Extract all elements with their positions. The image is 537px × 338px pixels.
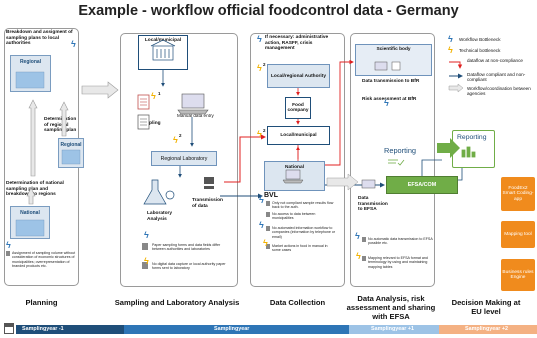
planning-map-icon-3	[15, 219, 45, 237]
coordination-arrow-top	[81, 81, 119, 99]
local-regional-authority-box: Local/regional Authority	[267, 64, 330, 88]
tech-bolt-2: ϟ	[173, 135, 178, 145]
bottleneck-bolt-5: ϟ	[259, 220, 264, 230]
local-municipal-collection-box: Local/municipal	[267, 126, 330, 145]
planning-map-icon-2	[61, 149, 81, 165]
collection-note4: Market actions in food in manual in some…	[272, 244, 328, 253]
efsa-laptop-icon	[361, 179, 376, 189]
calendar-icon	[4, 323, 14, 334]
workflow-bottleneck-icon: ϟ	[448, 34, 453, 44]
planning-label: Planning	[25, 298, 58, 307]
lab-analysis-label: Laboratory Analysis	[147, 211, 173, 222]
sampling-note2: No digital data capture or local authori…	[152, 262, 226, 271]
decision-column-label: Decision Making at EU level	[451, 298, 521, 316]
laptop-icon	[177, 93, 209, 115]
collection-note2: No access to data between municipalities	[272, 212, 316, 221]
regional-lab-box: Regional Laboratory	[151, 151, 217, 166]
tool-business-rules: Business rules Engine	[501, 259, 535, 291]
building-icon	[150, 39, 176, 61]
bottleneck-bolt-2: ϟ	[6, 240, 11, 250]
tech-bolt-3: ϟ	[257, 63, 262, 73]
scientific-body-box: Scientific body	[355, 44, 432, 76]
timeline-seg1: Samplingyear -1	[16, 325, 124, 334]
collection-note1: Only not compliant sample results flow b…	[272, 201, 334, 210]
bvl-label: BVL	[264, 192, 278, 199]
reporting-decision-box: Reporting	[452, 130, 495, 168]
legend-dataflow: Dataflow compliant and non-compliant	[467, 72, 526, 83]
analysis-note2: Mapping relevant to EFSA format and term…	[368, 256, 428, 269]
manual-entry-label: Manual data entry	[177, 113, 214, 118]
checklist-icon	[137, 114, 150, 130]
legend-non-compliance: dataflow at non-compliance	[467, 58, 523, 63]
timeline-seg2: Samplingyear	[124, 325, 349, 334]
collection-note3: No automated information workflow to com…	[272, 226, 336, 239]
collection-column-label: Data Collection	[269, 298, 326, 307]
tool-foodex2: FoodEx2 Smart Coding-app	[501, 177, 535, 211]
number-1: 1	[158, 91, 161, 96]
number-2b: 2	[263, 62, 266, 67]
collection-heading: If necessary: administrative action, RAS…	[265, 35, 329, 52]
server-icon	[204, 177, 214, 189]
bottleneck-bolt-8: ϟ	[397, 176, 402, 186]
coordination-arrow-regional	[59, 101, 69, 137]
risk-bfr-label: Risk assessment at BfR	[362, 97, 417, 102]
tech-bolt-5: ϟ	[144, 256, 149, 266]
document-icon-1	[142, 243, 148, 250]
determination-regional: Determination of regional sampling plan	[44, 117, 77, 134]
sampling-column	[120, 33, 238, 287]
tech-bolt-4: ϟ	[257, 129, 262, 139]
efsa-com-box: EFSA/COM	[386, 176, 458, 194]
sampling-label: Sampling	[139, 121, 161, 126]
report-check-icon	[388, 159, 405, 166]
bottleneck-bolt-9: ϟ	[384, 98, 389, 108]
planning-heading: Breakdown and assigment of sampling plan…	[6, 30, 73, 47]
timeline-seg3: Samplingyear +1	[349, 325, 439, 334]
page-title: Example - workflow official foodcontrol …	[78, 3, 459, 19]
transmission-label: Transmission of data	[192, 198, 223, 209]
local-municipal-box: Local/municipal	[138, 35, 188, 70]
reporting-decision-label: Reporting	[457, 134, 487, 141]
sampling-note1: Paper sampling forms and data fields dif…	[152, 243, 221, 252]
coordination-arrow-bvl	[326, 173, 359, 191]
document-icon-2	[142, 262, 148, 269]
data-bfr-label: Data transmission to BfR	[362, 79, 420, 84]
bfr-monitor-icon	[374, 61, 401, 71]
sampling-column-label: Sampling and Laboratory Analysis	[114, 298, 240, 307]
tech-bolt-7: ϟ	[356, 251, 361, 261]
analysis-note1: No automatic data transmission to EFSA p…	[368, 237, 433, 246]
coordination-arrow-up2	[26, 187, 36, 205]
national-laptop-icon	[282, 169, 304, 184]
bottleneck-bolt-3: ϟ	[144, 230, 149, 240]
legend-coordination: Workflow/coordination between agencies	[467, 86, 531, 97]
data-efsa-label: Data transmission to EFSA	[358, 196, 388, 213]
planning-note: Assignment of sampling volume without co…	[12, 251, 76, 268]
tech-bolt-1: ϟ	[151, 91, 156, 101]
bottleneck-bolt-6: ϟ	[257, 34, 262, 44]
legend-gray-arrow	[448, 83, 464, 93]
tool-mapping: Mapping tool	[501, 221, 535, 248]
tech-bolt-6: ϟ	[263, 238, 268, 248]
bottleneck-bolt-1: ϟ	[71, 39, 76, 49]
bottleneck-bolt-7: ϟ	[355, 231, 360, 241]
planning-map-icon	[15, 71, 45, 89]
analysis-column-label: Data Analysis, risk assessment and shari…	[346, 294, 436, 321]
number-2c: 2	[263, 128, 266, 133]
food-company-box: Food company	[285, 97, 311, 119]
sampling-form-icon	[137, 94, 150, 110]
bottleneck-bolt-4: ϟ	[259, 195, 264, 205]
coordination-arrow-up1	[28, 99, 38, 177]
timeline-seg4: Samplingyear +2	[439, 325, 537, 334]
reporting-green-arrow	[437, 138, 460, 158]
technical-bottleneck-icon: ϟ	[448, 45, 453, 55]
legend-red-arrow	[449, 61, 463, 69]
lab-flask-icon	[143, 179, 175, 205]
planning-note-icon	[6, 251, 10, 256]
reporting-chart-icon	[461, 146, 476, 158]
legend-technical-bottleneck: Technical bottleneck	[459, 48, 501, 53]
reporting-analysis-label: Reporting	[384, 146, 417, 155]
number-2a: 2	[179, 133, 182, 138]
legend-workflow-bottleneck: Workflow Bottleneck	[459, 37, 501, 42]
